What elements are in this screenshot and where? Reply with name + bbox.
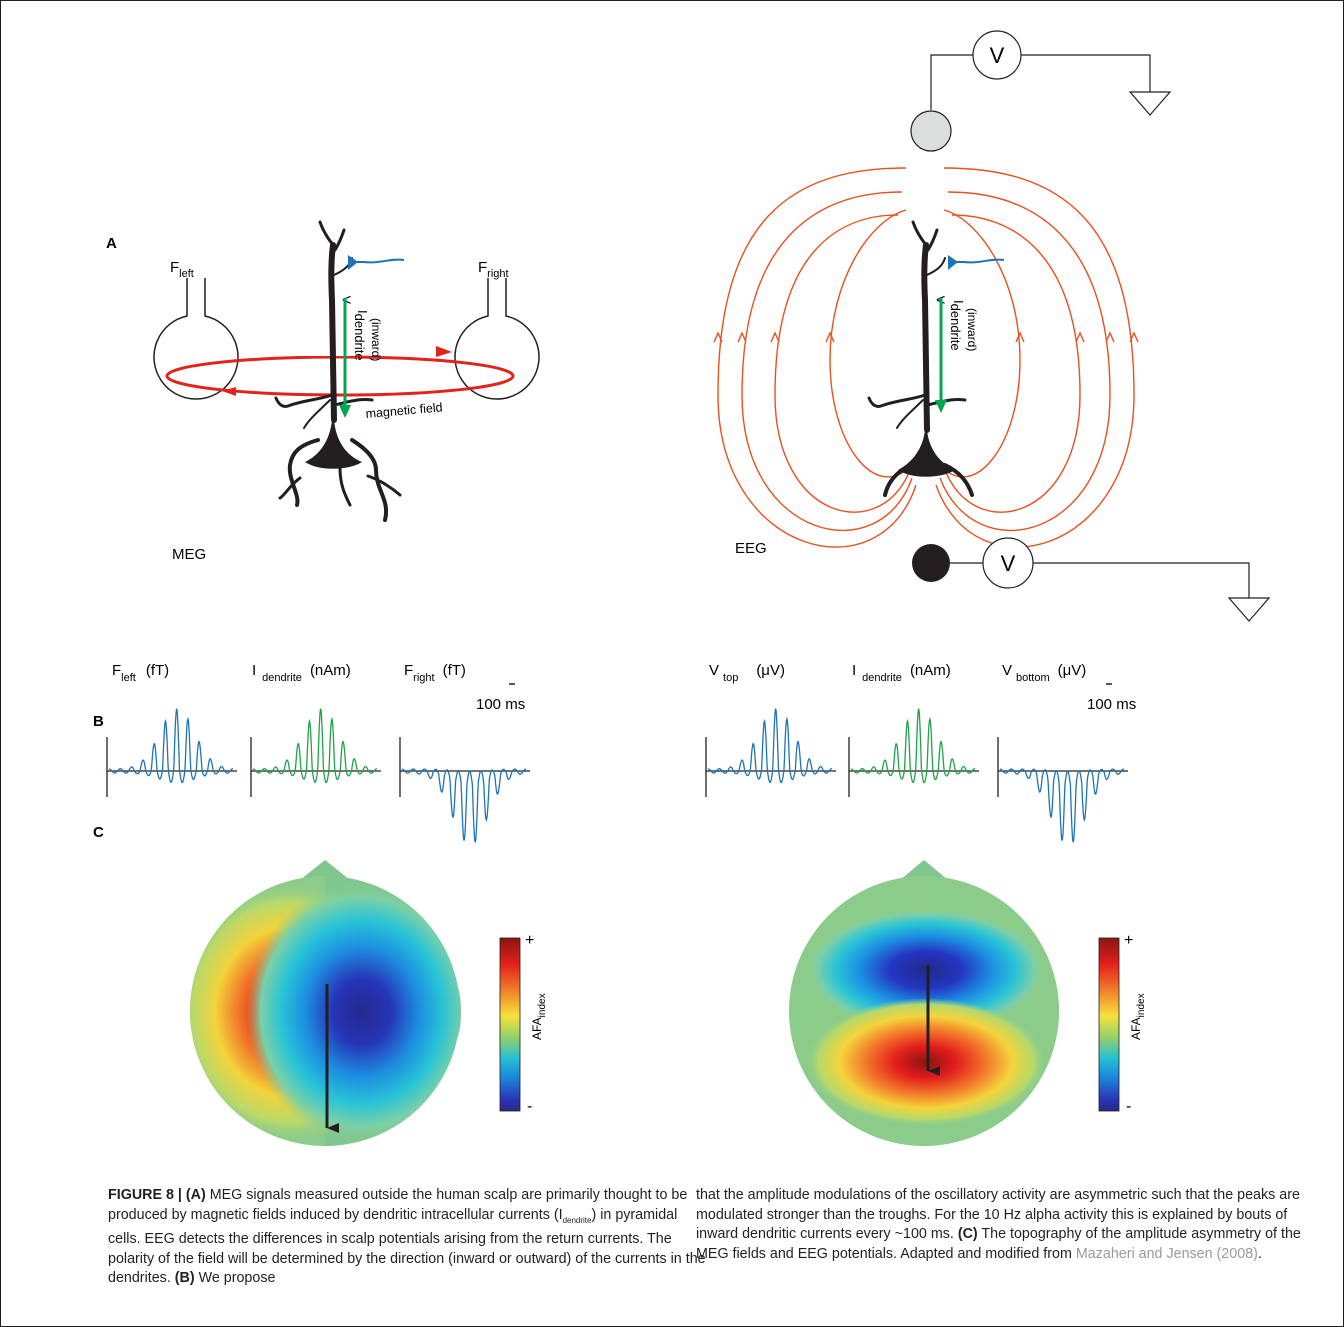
voltmeter-top-label: V xyxy=(990,43,1005,68)
caption-c-label: (C) xyxy=(957,1226,978,1243)
meg-diagram: Fleft Fright < xyxy=(153,220,540,563)
meg-colorbar-plus: + xyxy=(525,932,534,949)
eeg-diagram: V V < Idendrite xyxy=(713,30,1271,622)
eeg-colorbar-minus: - xyxy=(1126,1098,1131,1115)
ground-bottom-icon xyxy=(1227,597,1271,622)
meg-colorbar-label: AFAindex xyxy=(530,993,548,1040)
svg-text:<: < xyxy=(342,292,351,309)
ground-top-icon xyxy=(1128,91,1172,116)
figure-caption-right: that the amplitude modulations of the os… xyxy=(696,1186,1330,1264)
trace-i-dendrite-eeg xyxy=(851,708,976,784)
caption-right-text: that the amplitude modulations of the os… xyxy=(696,1187,1300,1243)
eeg-colorbar-plus: + xyxy=(1124,932,1133,949)
loop-arrow-left-icon xyxy=(222,387,236,396)
voltmeter-bottom-label: V xyxy=(1001,551,1016,576)
caption-c-text: The topography of the amplitude asymmetr… xyxy=(696,1226,1301,1262)
neuron-soma-eeg xyxy=(898,430,955,477)
scalebar-label-eeg: 100 ms xyxy=(1087,696,1136,713)
eeg-colorbar-label: AFAindex xyxy=(1129,993,1147,1040)
trace-v-bottom-axis xyxy=(997,737,1128,797)
trace-i-dendrite-meg-axis xyxy=(250,737,381,797)
panel-label-b: B xyxy=(93,713,104,730)
panel-label-a: A xyxy=(106,235,117,252)
trace-f-left xyxy=(109,708,234,784)
loop-arrow-right-icon xyxy=(436,346,452,357)
electrode-top xyxy=(910,110,952,152)
scalebar-label-meg: 100 ms xyxy=(476,696,525,713)
pyramidal-neuron-meg xyxy=(274,220,402,522)
synapse-eeg xyxy=(948,258,1005,264)
meg-colorbar xyxy=(499,937,521,1112)
sensor-right-label: Fright xyxy=(478,259,509,280)
meg-topography xyxy=(190,860,461,1146)
trace-label-f-right: Fright(fT) xyxy=(404,662,466,684)
caption-a-label: (A) xyxy=(185,1187,206,1203)
eeg-topography xyxy=(789,860,1059,1146)
figure-number: FIGURE 8 | xyxy=(108,1187,186,1203)
caption-b-text: We propose xyxy=(194,1270,276,1287)
sensor-right-icon xyxy=(454,278,540,400)
neuron-soma-meg xyxy=(305,420,362,469)
current-label-eeg: Idendrite xyxy=(948,300,966,351)
caption-a-text2: ) in pyramidal cells. EEG detects the di… xyxy=(108,1206,706,1287)
trace-f-right xyxy=(401,768,527,843)
current-direction-eeg: (inward) xyxy=(965,308,979,351)
current-label-meg: Idendrite xyxy=(352,310,370,361)
caption-a-text: MEG signals measured outside the human s… xyxy=(108,1187,688,1223)
trace-f-right-axis xyxy=(399,737,530,797)
panel-label-c: C xyxy=(93,824,104,841)
eeg-nose xyxy=(900,860,948,880)
caption-b-label: (B) xyxy=(174,1270,195,1287)
field-arrowheads xyxy=(713,331,1139,343)
caption-end: . xyxy=(1257,1245,1262,1262)
electrode-bottom xyxy=(912,544,950,582)
trace-i-dendrite-eeg-axis xyxy=(848,737,979,797)
caption-citation-link[interactable]: Mazaheri and Jensen (2008) xyxy=(1075,1245,1258,1262)
trace-i-dendrite-meg xyxy=(253,708,378,784)
trace-v-bottom xyxy=(999,768,1125,843)
meg-modality-label: MEG xyxy=(172,546,206,563)
trace-f-left-axis xyxy=(106,737,237,797)
caption-a-sub: dendrite xyxy=(562,1215,592,1225)
trace-v-top xyxy=(708,708,833,784)
trace-v-top-axis xyxy=(705,737,836,797)
magnetic-field-loop xyxy=(165,355,515,397)
sensor-left-label: Fleft xyxy=(170,259,194,280)
meg-colorbar-minus: - xyxy=(527,1098,532,1115)
synapse-meg xyxy=(348,258,405,264)
panel-c: + - AFAindex + - AFAindex xyxy=(190,860,1147,1146)
sensor-left-icon xyxy=(153,278,239,400)
magnetic-field-label: magnetic field xyxy=(365,400,443,421)
meg-nose xyxy=(300,860,350,880)
eeg-colorbar xyxy=(1098,937,1120,1112)
eeg-modality-label: EEG xyxy=(735,540,767,557)
trace-label-f-left: Fleft(fT) xyxy=(112,662,169,684)
current-direction-meg: (inward) xyxy=(369,318,383,361)
figure-caption-left: FIGURE 8 | (A) MEG signals measured outs… xyxy=(108,1186,706,1289)
